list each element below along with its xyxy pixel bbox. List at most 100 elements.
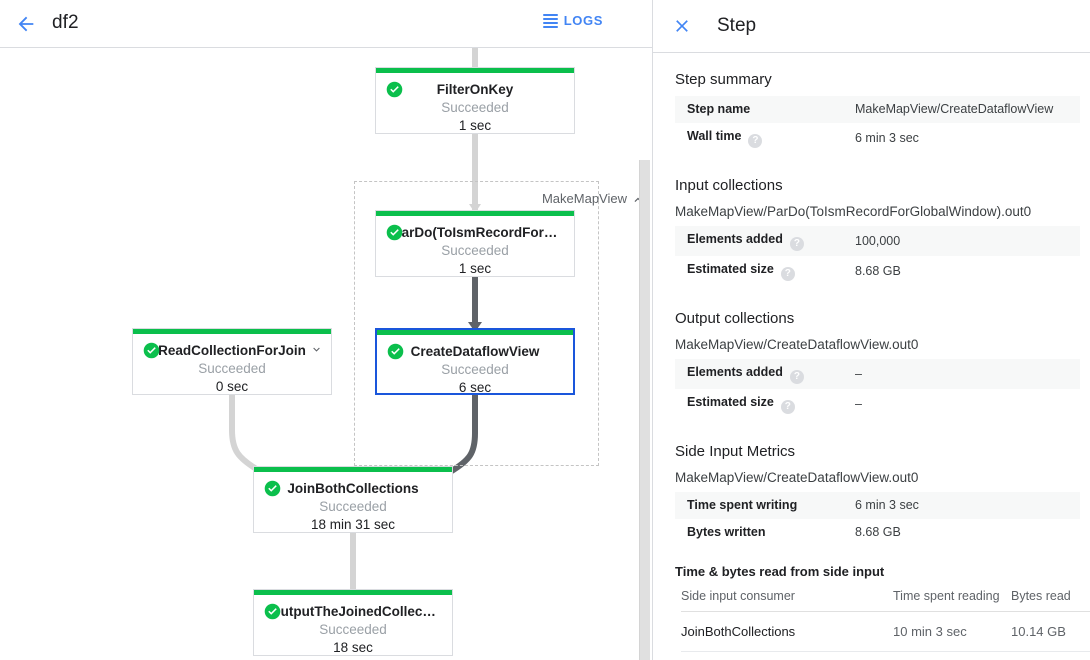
row-value: 8.68 GB	[855, 263, 901, 278]
arrow-filteronkey-pardo	[469, 204, 481, 213]
logs-list-icon	[542, 13, 558, 28]
check-circle-icon	[386, 81, 403, 98]
node-status: Succeeded	[441, 243, 509, 258]
cell-side-input-consumer: JoinBothCollections	[681, 611, 893, 652]
node-status-bar	[254, 467, 452, 472]
row-value: MakeMapView/CreateDataflowView	[855, 102, 1054, 116]
pane-divider	[652, 0, 653, 660]
node-status-bar	[376, 68, 574, 73]
table-header-row: Side input consumer Time spent reading B…	[681, 581, 1090, 612]
graph-node-createdataflowview[interactable]: CreateDataflowView Succeeded 6 sec	[375, 328, 575, 395]
group-label: MakeMapView	[541, 191, 627, 206]
node-name: JoinBothCollections	[287, 481, 419, 496]
row-key: Estimated size	[687, 395, 774, 409]
input-collections-table: Elements added? 100,000 Estimated size? …	[675, 226, 1080, 286]
row-key: Elements added	[687, 232, 783, 246]
section-heading-output-collections: Output collections	[675, 310, 795, 327]
node-name: FilterOnKey	[436, 82, 514, 97]
row-value: 100,000	[855, 233, 901, 248]
check-circle-icon	[264, 603, 281, 620]
table-row: JoinBothCollections 10 min 3 sec 10.14 G…	[681, 611, 1090, 652]
panel-header: Step	[653, 0, 1090, 53]
graph-node-pardo[interactable]: ParDo(ToIsmRecordFor… Succeeded 1 sec	[375, 210, 575, 277]
check-circle-icon	[387, 343, 404, 360]
arrow-left-icon[interactable]	[12, 10, 40, 38]
node-duration: 1 sec	[458, 261, 492, 276]
row-value: –	[855, 366, 862, 381]
table-row: Wall time? 6 min 3 sec	[675, 123, 1080, 153]
help-icon[interactable]: ?	[780, 400, 795, 414]
side-input-consumers-table: Side input consumer Time spent reading B…	[681, 581, 1090, 652]
node-duration: 18 sec	[333, 640, 373, 655]
help-icon[interactable]: ?	[780, 267, 795, 281]
panel-body: Step summary Step name MakeMapView/Creat…	[653, 53, 1090, 652]
side-input-collection-name: MakeMapView/CreateDataflowView.out0	[675, 470, 919, 485]
graph-node-filteronkey[interactable]: FilterOnKey Succeeded 1 sec	[375, 67, 575, 134]
graph-pane: df2 LOGS	[0, 0, 653, 660]
pipeline-graph-canvas[interactable]: MakeMapView FilterOnKey Succeeded	[0, 48, 653, 660]
help-icon[interactable]: ?	[748, 134, 763, 148]
graph-node-joinbothcollections[interactable]: JoinBothCollections Succeeded 18 min 31 …	[253, 466, 453, 533]
panel-title: Step	[717, 15, 757, 36]
output-collections-table: Elements added? – Estimated size? –	[675, 359, 1080, 419]
logs-button-label: LOGS	[563, 13, 603, 28]
graph-node-outputthejoinedcollection[interactable]: OutputTheJoinedCollec… Succeeded 18 sec	[253, 589, 453, 656]
subsection-heading-time-bytes-read: Time & bytes read from side input	[675, 564, 885, 579]
row-key: Elements added	[687, 365, 783, 379]
table-row: Estimated size? –	[675, 389, 1080, 419]
table-row: Elements added? –	[675, 359, 1080, 389]
canvas-vertical-scrollbar[interactable]	[639, 160, 650, 660]
logs-button[interactable]: LOGS	[542, 13, 603, 28]
node-status: Succeeded	[441, 100, 509, 115]
cell-bytes-read: 10.14 GB	[1011, 611, 1090, 652]
page-title: df2	[52, 12, 79, 33]
node-status: Succeeded	[198, 361, 266, 376]
node-status-bar	[133, 329, 331, 334]
help-icon[interactable]: ?	[789, 237, 804, 251]
table-row: Time spent writing 6 min 3 sec	[675, 492, 1080, 519]
node-status-bar	[377, 330, 573, 335]
section-heading-side-input-metrics: Side Input Metrics	[675, 443, 796, 460]
step-details-panel: Step Step summary Step name MakeMapView/…	[653, 0, 1090, 660]
input-collection-name: MakeMapView/ParDo(ToIsmRecordForGlobalWi…	[675, 204, 1032, 219]
check-circle-icon	[264, 480, 281, 497]
row-value: 8.68 GB	[855, 525, 901, 539]
row-key: Time spent writing	[687, 498, 798, 512]
node-name: OutputTheJoinedCollec…	[270, 604, 436, 619]
row-key: Estimated size	[687, 262, 774, 276]
help-icon[interactable]: ?	[789, 370, 804, 384]
node-status: Succeeded	[319, 499, 387, 514]
output-collection-name: MakeMapView/CreateDataflowView.out0	[675, 337, 919, 352]
column-header-side-input-consumer: Side input consumer	[681, 581, 893, 612]
row-value: 6 min 3 sec	[855, 130, 919, 145]
table-row: Bytes written 8.68 GB	[675, 519, 1080, 546]
row-key: Bytes written	[687, 525, 766, 539]
graph-node-readcollectionforjoin[interactable]: ReadCollectionForJoin Succeeded 0 sec	[132, 328, 332, 395]
close-icon[interactable]	[669, 13, 695, 39]
row-value: –	[855, 396, 862, 411]
node-name: ReadCollectionForJoin	[158, 343, 306, 358]
group-container-makemapview[interactable]	[354, 181, 599, 466]
row-value: 6 min 3 sec	[855, 498, 919, 512]
column-header-bytes-read: Bytes read	[1011, 581, 1090, 612]
table-row: Step name MakeMapView/CreateDataflowView	[675, 96, 1080, 123]
check-circle-icon	[386, 224, 403, 241]
node-status: Succeeded	[319, 622, 387, 637]
node-name: CreateDataflowView	[410, 344, 540, 359]
column-header-time-spent-reading: Time spent reading	[893, 581, 1011, 612]
arrow-pardo-createdataflowview	[468, 322, 482, 332]
table-row: Elements added? 100,000	[675, 226, 1080, 256]
node-status-bar	[254, 590, 452, 595]
chevron-down-icon[interactable]	[310, 343, 323, 356]
cell-time-spent-reading: 10 min 3 sec	[893, 611, 1011, 652]
step-summary-table: Step name MakeMapView/CreateDataflowView…	[675, 96, 1080, 153]
section-heading-step-summary: Step summary	[675, 71, 772, 88]
node-duration: 6 sec	[458, 380, 492, 395]
page-header: df2 LOGS	[0, 0, 653, 48]
section-heading-input-collections: Input collections	[675, 177, 783, 194]
row-key: Wall time	[687, 129, 742, 143]
node-duration: 1 sec	[458, 118, 492, 133]
side-input-metrics-table: Time spent writing 6 min 3 sec Bytes wri…	[675, 492, 1080, 546]
table-row: Estimated size? 8.68 GB	[675, 256, 1080, 286]
row-key: Step name	[687, 102, 751, 116]
